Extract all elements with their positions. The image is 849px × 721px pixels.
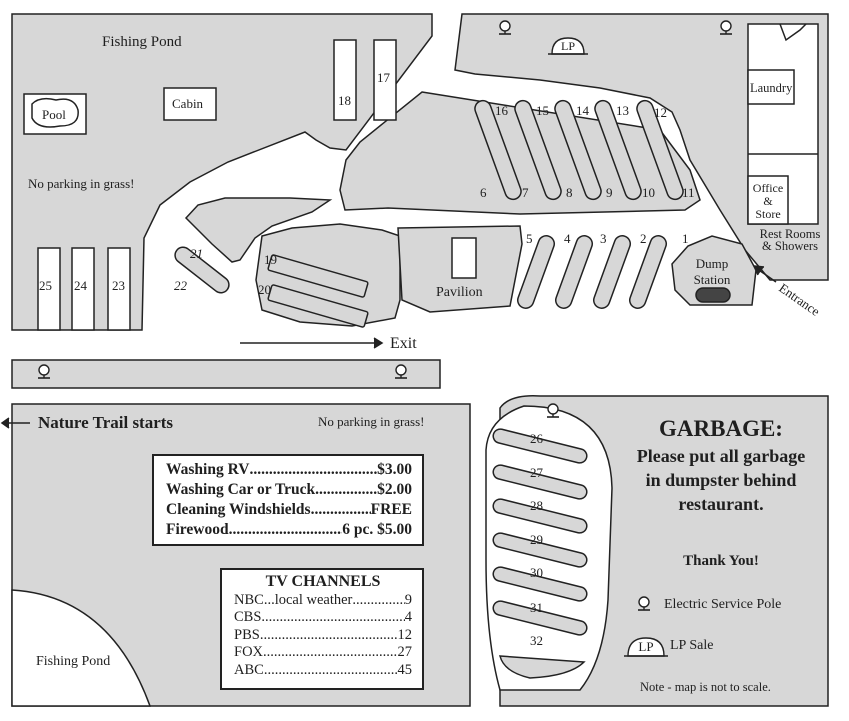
pavilion-label: Pavilion xyxy=(436,285,483,300)
lp-icon xyxy=(551,37,585,55)
price-row: Firewood6 pc. $5.00 xyxy=(166,520,412,540)
site-number: 27 xyxy=(530,465,544,480)
site-number: 19 xyxy=(264,252,277,267)
site-number: 12 xyxy=(654,105,667,120)
site-number: 21 xyxy=(190,246,203,261)
tv-row: PBS12 xyxy=(234,627,412,644)
site-numbers: 1 2 3 4 5 6 7 8 9 10 11 12 13 14 15 16 1… xyxy=(39,70,695,648)
site-number: 30 xyxy=(530,565,543,580)
tv-row: FOX27 xyxy=(234,644,412,661)
site-number: 24 xyxy=(74,278,88,293)
tv-row: NBC...local weather9 xyxy=(234,592,412,609)
site-number: 25 xyxy=(39,278,52,293)
buildings xyxy=(23,23,819,303)
tv-channels: TV CHANNELS NBC...local weather9 CBS4 PB… xyxy=(220,568,424,690)
pavilion-box xyxy=(451,237,477,279)
price-row: Cleaning WindshieldsFREE xyxy=(166,500,412,520)
site-number: 5 xyxy=(526,231,533,246)
site-number: 6 xyxy=(480,185,487,200)
site-number: 28 xyxy=(530,498,543,513)
site-number: 14 xyxy=(576,103,590,118)
laundry-label: Laundry xyxy=(750,81,793,95)
site-number: 2 xyxy=(640,231,647,246)
entrance-label: Entrance xyxy=(776,280,823,319)
cabin-label: Cabin xyxy=(172,96,204,111)
lp-text-map: LP xyxy=(561,39,575,53)
arrows xyxy=(0,265,777,429)
lp-text-legend: LP xyxy=(638,639,653,654)
lp-icon xyxy=(627,637,665,657)
garbage-thanks: Thank You! xyxy=(683,553,759,569)
site-number: 1 xyxy=(682,231,689,246)
site-number: 9 xyxy=(606,185,613,200)
site-number: 20 xyxy=(258,282,271,297)
legend-lp-label: LP Sale xyxy=(670,638,714,653)
site-number: 18 xyxy=(338,93,351,108)
parking-strips-top xyxy=(37,39,397,331)
site-number: 8 xyxy=(566,185,573,200)
site-number: 26 xyxy=(530,431,544,446)
restrooms-label: Rest Rooms& Showers xyxy=(760,227,821,253)
site-number: 29 xyxy=(530,532,543,547)
garbage-heading: GARBAGE: xyxy=(659,416,783,441)
no-parking-bottom-label: No parking in grass! xyxy=(318,414,425,429)
site-number: 3 xyxy=(600,231,607,246)
map-note: Note - map is not to scale. xyxy=(640,680,771,694)
pool-label: Pool xyxy=(42,107,66,122)
site-number: 7 xyxy=(522,185,529,200)
garbage-message: Please put all garbage in dumpster behin… xyxy=(636,446,806,514)
site-number: 13 xyxy=(616,103,629,118)
lp-icons: LP LP xyxy=(548,37,668,657)
cabin-box xyxy=(163,87,217,121)
site-number: 4 xyxy=(564,231,571,246)
office-store-label: Office&Store xyxy=(753,181,783,221)
tv-title: TV CHANNELS xyxy=(265,573,381,590)
site-number: 10 xyxy=(642,185,655,200)
ground-top xyxy=(11,13,829,707)
site-islands-bottom xyxy=(492,428,588,679)
site-number: 16 xyxy=(495,103,509,118)
price-row: Washing Car or Truck$2.00 xyxy=(166,480,412,500)
tv-row: ABC45 xyxy=(234,662,412,679)
no-parking-top-label: No parking in grass! xyxy=(28,176,135,191)
site-number: 17 xyxy=(377,70,391,85)
site-number: 22 xyxy=(174,278,188,293)
fishing-pond-bottom-label: Fishing Pond xyxy=(36,654,110,669)
site-number: 23 xyxy=(112,278,125,293)
exit-label: Exit xyxy=(390,335,417,352)
site-number: 11 xyxy=(682,185,695,200)
nature-trail-label: Nature Trail starts xyxy=(38,413,173,432)
site-islands xyxy=(174,99,684,328)
site-number: 15 xyxy=(536,103,549,118)
price-row: Washing RV$3.00 xyxy=(166,460,412,480)
tv-row: CBS4 xyxy=(234,609,412,626)
site-number: 32 xyxy=(530,633,543,648)
map-labels: Fishing Pond Pool Cabin No parking in gr… xyxy=(28,34,823,669)
price-list: Washing RV$3.00 Washing Car or Truck$2.0… xyxy=(152,454,424,546)
site-number: 31 xyxy=(530,600,543,615)
legend-electric-label: Electric Service Pole xyxy=(664,597,782,612)
fishing-pond-top-label: Fishing Pond xyxy=(102,34,182,50)
